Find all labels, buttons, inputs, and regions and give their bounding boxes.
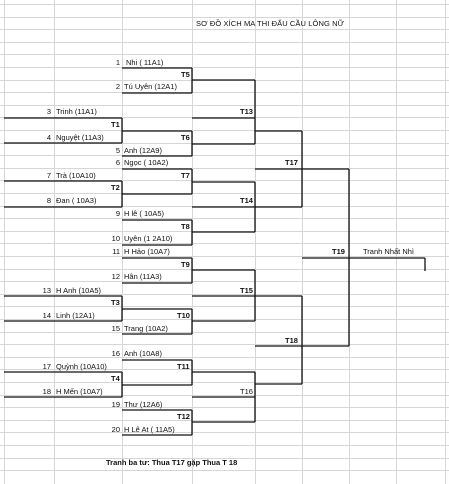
player-number: 8 [46,196,51,205]
player-number: 1 [115,58,120,67]
match-label-t6: T6 [181,133,190,142]
player-name: H Lê At ( 11A5) [124,425,175,434]
match-label-t1: T1 [111,120,120,129]
player-number: 17 [42,362,51,371]
player-name: Quỳnh (10A10) [56,362,107,371]
player-number: 14 [42,311,51,320]
match-label-t3: T3 [111,298,120,307]
player-number: 3 [46,107,51,116]
match-label-t18: T18 [285,336,298,345]
player-number: 20 [111,425,120,434]
player-name: Hân (11A3) [124,272,162,281]
match-label-t9: T9 [181,260,190,269]
player-name: Tú Uyên (12A1) [124,82,177,91]
match-label-t16: T16 [240,387,253,396]
match-label-t19: T19 [332,247,345,256]
player-number: 16 [111,349,120,358]
player-name: H Mến (10A7) [56,387,103,396]
player-number: 7 [46,171,51,180]
player-name: Thư (12A6) [124,400,163,409]
player-number: 15 [111,324,120,333]
player-number: 18 [42,387,51,396]
player-name: Nguyệt (11A3) [56,133,104,142]
player-name: Linh (12A1) [56,311,95,320]
match-label-t4: T4 [111,374,120,383]
player-number: 2 [115,82,120,91]
player-number: 10 [111,234,120,243]
player-name: Uyên (1 2A10) [124,234,173,243]
player-number: 6 [115,158,120,167]
player-name: Trang (10A2) [124,324,168,333]
player-name: Trà (10A10) [56,171,96,180]
player-name: H Hảo (10A7) [124,247,170,256]
match-label-t11: T11 [177,362,190,371]
player-name: Trinh (11A1) [56,107,97,116]
player-name: Nhi ( 11A1) [126,58,164,67]
player-number: 4 [46,133,51,142]
player-number: 12 [111,272,120,281]
player-name: Anh (12A9) [124,146,162,155]
final-winner-label: Tranh Nhất Nhì [363,247,414,256]
player-number: 19 [111,400,120,409]
player-name: H lê ( 10A5) [124,209,165,218]
match-label-t15: T15 [240,286,253,295]
match-label-t8: T8 [181,222,190,231]
match-label-t5: T5 [181,70,190,79]
footer-note: Tranh ba tư: Thua T17 gặp Thua T 18 [106,458,238,467]
match-label-t17: T17 [285,158,298,167]
player-name: Anh (10A8) [124,349,162,358]
match-label-t13: T13 [240,107,253,116]
player-name: Ngọc ( 10A2) [124,158,169,167]
player-number: 13 [42,286,51,295]
player-name: Đan ( 10A3) [56,196,97,205]
player-number: 9 [115,209,120,218]
sheet-title: SƠ ĐỒ XÍCH MA THI ĐẤU CẦU LÔNG NỮ [196,19,345,28]
match-label-t7: T7 [181,171,190,180]
match-label-t14: T14 [240,196,253,205]
player-name: H Anh (10A5) [56,286,102,295]
match-label-t2: T2 [111,183,120,192]
match-label-t10: T10 [177,311,190,320]
match-label-t12: T12 [177,412,190,421]
player-number: 11 [112,247,120,256]
player-number: 5 [115,146,120,155]
